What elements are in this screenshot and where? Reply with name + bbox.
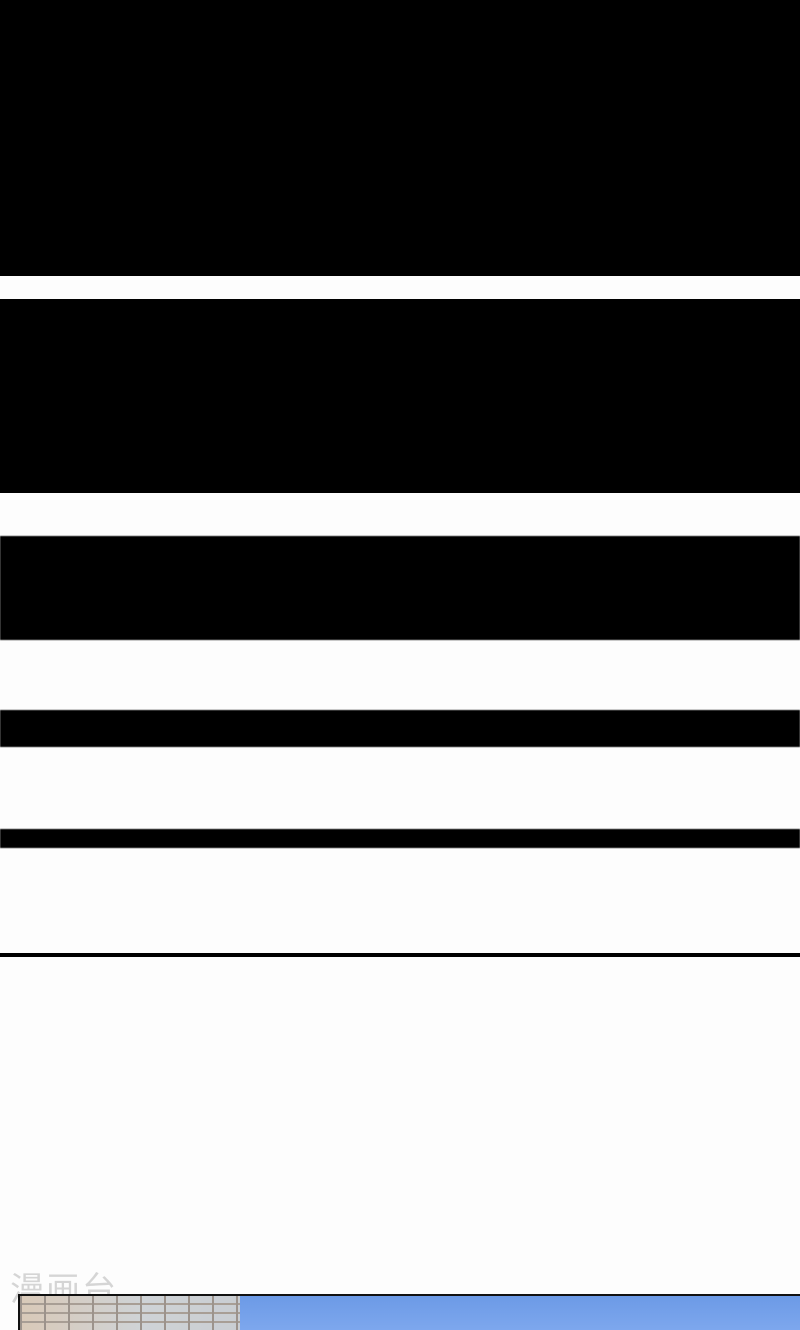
sky-illustration xyxy=(240,1296,800,1330)
building-illustration xyxy=(20,1296,240,1330)
black-band-5 xyxy=(0,829,800,848)
black-band-2 xyxy=(0,299,800,493)
black-band-1 xyxy=(0,0,800,276)
black-band-4 xyxy=(0,710,800,747)
black-band-6 xyxy=(0,953,800,957)
black-band-3 xyxy=(0,536,800,640)
next-panel-preview xyxy=(18,1294,800,1330)
